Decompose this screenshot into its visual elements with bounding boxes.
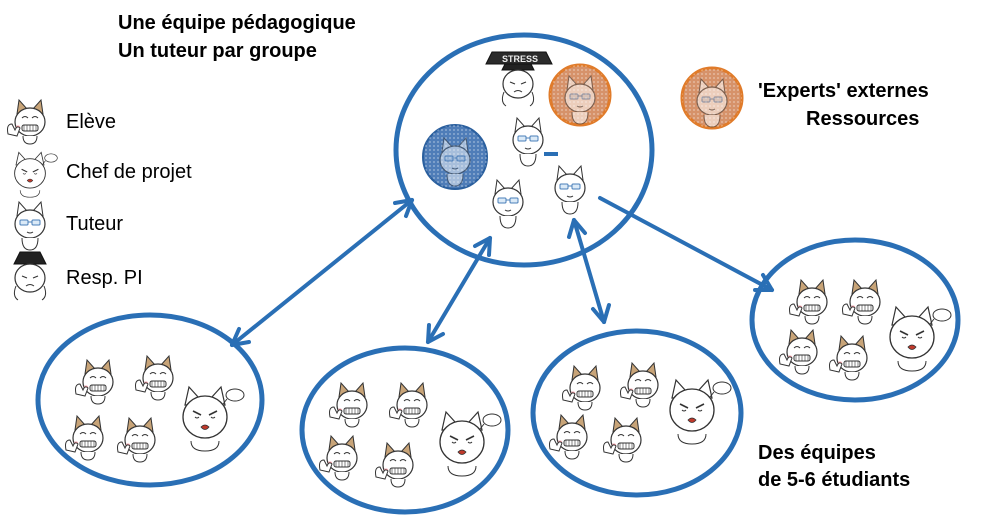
- pi-manager-figure: [501, 57, 535, 107]
- student-icon: [6, 99, 46, 145]
- team-2-members: [318, 382, 502, 488]
- experts-line-2: Ressources: [806, 108, 920, 130]
- legend-label-tutor: Tuteur: [66, 213, 124, 235]
- expert-in-team: [548, 63, 612, 127]
- pi-manager-icon: [13, 251, 47, 301]
- project-lead-icon: [14, 151, 58, 198]
- arrow-to-team-1: [230, 198, 414, 347]
- arrows: [230, 196, 774, 347]
- arrow-to-team-4: [598, 196, 774, 292]
- tutor-figure: [554, 165, 586, 215]
- arrow-to-team-2: [426, 236, 492, 344]
- central-teaching-team-circle: [393, 32, 655, 268]
- dash-mark: [544, 152, 558, 156]
- teams-caption-line-2: de 5-6 étudiants: [758, 469, 911, 491]
- team-3-members: [548, 362, 732, 463]
- tutor-icon: [14, 201, 46, 251]
- tutor-figure: [512, 117, 544, 167]
- legend-label-project-lead: Chef de projet: [66, 161, 192, 183]
- stress-weight: STRESS: [485, 51, 553, 65]
- team-1-members: [64, 355, 245, 463]
- title-line-1: Une équipe pédagogique: [118, 12, 356, 34]
- manager-blue-figure: [422, 124, 488, 190]
- team-circle-1: [35, 312, 265, 488]
- experts-line-1: 'Experts' externes: [758, 80, 929, 102]
- legend-label-student: Elève: [66, 111, 117, 133]
- title-line-2: Un tuteur par groupe: [118, 40, 317, 62]
- stress-weight-label: STRESS: [502, 54, 538, 64]
- expert-icon: [680, 66, 744, 130]
- tutor-figure: [492, 179, 524, 229]
- team-circle-2: [299, 345, 511, 515]
- arrow-to-team-3: [572, 218, 606, 324]
- team-circle-4: [749, 237, 961, 403]
- legend-label-pi-manager: Resp. PI: [66, 267, 143, 289]
- team-circle-3: [530, 328, 744, 498]
- teams-caption-line-1: Des équipes: [758, 442, 876, 464]
- team-4-members: [778, 279, 952, 381]
